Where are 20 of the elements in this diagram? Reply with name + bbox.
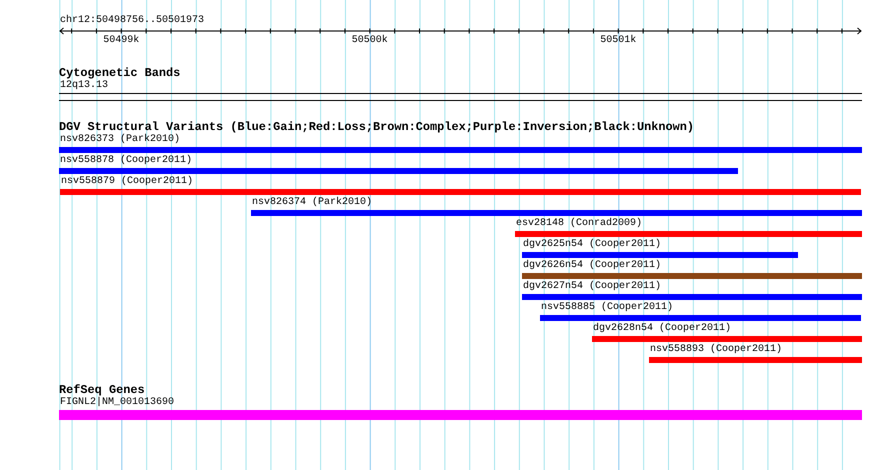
variant-label: dgv2625n54 (Cooper2011) — [523, 239, 662, 251]
variant-label: nsv826373 (Park2010) — [60, 134, 180, 146]
tick-label: 50500k — [352, 35, 388, 47]
variant-label: esv28148 (Conrad2009) — [516, 218, 642, 230]
variant-label: nsv558879 (Cooper2011) — [61, 176, 194, 188]
tick-label: 50501k — [600, 35, 636, 47]
variant-label: nsv826374 (Park2010) — [252, 197, 372, 209]
gene-label: FIGNL2|NM_001013690 — [60, 397, 174, 409]
track-title: Cytogenetic Bands — [59, 67, 180, 80]
track-title: RefSeq Genes — [59, 384, 145, 397]
variant-label: nsv558893 (Cooper2011) — [650, 344, 782, 356]
variant-label: dgv2628n54 (Cooper2011) — [593, 323, 732, 335]
variant-label: nsv558878 (Cooper2011) — [60, 155, 192, 167]
track-title: DGV Structural Variants (Blue:Gain;Red:Loss;Brown:Complex;Purple:Inversion;Black:Unknown) — [59, 121, 694, 134]
position-heading: chr12:50498756..50501973 — [60, 15, 204, 27]
variant-label: dgv2627n54 (Cooper2011) — [523, 281, 662, 293]
variant-label: nsv558885 (Cooper2011) — [541, 302, 674, 314]
band-label: 12q13.13 — [60, 80, 108, 92]
tick-label: 50499k — [103, 35, 140, 47]
variant-label: dgv2626n54 (Cooper2011) — [523, 260, 662, 272]
